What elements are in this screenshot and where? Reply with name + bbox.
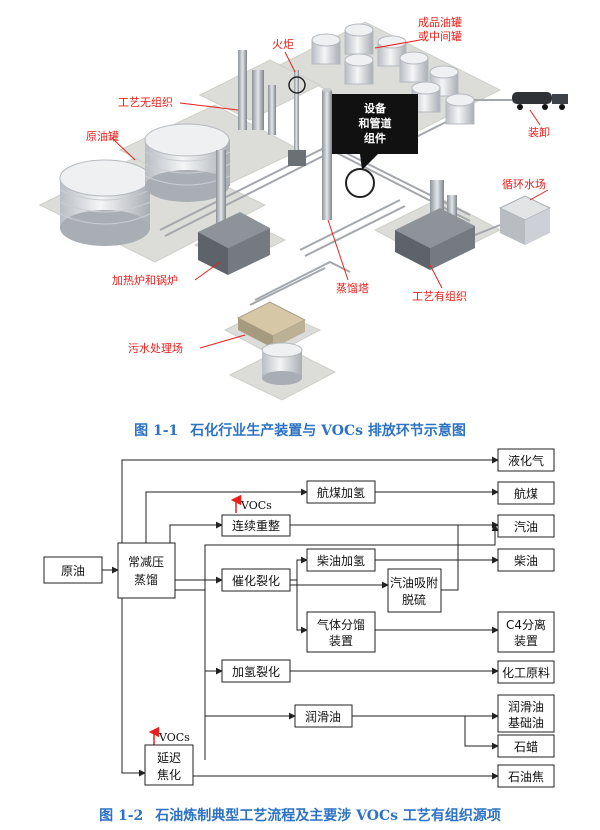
crude-oil-tanks xyxy=(59,123,231,246)
box-gas-fractionation: 气体分馏 装置 xyxy=(306,611,376,653)
callout-line-1: 设备 xyxy=(364,101,387,115)
box-fcc: 催化裂化 xyxy=(221,568,291,592)
product-lube-base: 润滑油 基础油 xyxy=(497,694,555,733)
product-c4-separation: C4分离 装置 xyxy=(497,611,555,653)
box-diesel-hydro: 柴油加氢 xyxy=(306,548,376,572)
flow-arrows xyxy=(102,456,499,780)
product-diesel: 柴油 xyxy=(497,548,555,572)
tanker-truck-icon xyxy=(474,92,568,110)
product-lube-base-label-1: 润滑油 xyxy=(508,700,544,714)
box-coking-label-1: 延迟 xyxy=(157,751,181,765)
label-fugitive: 工艺无组织 xyxy=(118,95,173,109)
refinery-illustration: 设备 和管道 组件 成品油罐 或中间罐 火炬 工艺无组织 原油罐 循环水场 装卸… xyxy=(38,15,568,401)
process-flow-diagram: VOCs VOCs 原油 常减压 蒸馏 连续重整 航煤加氢 柴油加氢 汽油吸附 … xyxy=(43,448,555,788)
figure-2-number: 图 1-2 xyxy=(99,808,144,824)
product-jet: 航煤 xyxy=(497,481,555,505)
callout-line-2: 和管道 xyxy=(359,116,392,130)
product-coke: 石油焦 xyxy=(497,764,555,788)
box-gasoline-desulf-label-1: 汽油吸附 xyxy=(390,575,438,590)
label-process-organized: 工艺有组织 xyxy=(412,289,467,303)
product-gasoline: 汽油 xyxy=(497,514,555,538)
product-chemical-feedstock: 化工原料 xyxy=(497,660,555,684)
vocs-label-coking: VOCs xyxy=(158,731,190,744)
component-highlight-icon xyxy=(345,168,375,198)
box-gasoline-desulf: 汽油吸附 脱硫 xyxy=(387,568,442,613)
label-distillation: 蒸馏塔 xyxy=(336,281,369,295)
product-tanks xyxy=(311,23,475,125)
label-cooling-water: 循环水场 xyxy=(502,177,546,191)
product-wax: 石蜡 xyxy=(497,734,555,758)
furnace-block xyxy=(198,212,270,275)
box-atm-vac-distillation: 常减压 蒸馏 xyxy=(117,542,176,599)
box-lube: 润滑油 xyxy=(294,704,353,728)
box-atm-vac-label-2: 蒸馏 xyxy=(134,573,158,587)
box-gas-frac-label-1: 气体分馏 xyxy=(317,617,365,632)
callout-line-3: 组件 xyxy=(364,131,386,145)
product-lpg: 液化气 xyxy=(497,448,555,472)
wastewater-plant xyxy=(236,301,307,385)
box-lube-label: 润滑油 xyxy=(305,710,341,724)
product-diesel-label: 柴油 xyxy=(514,554,538,568)
product-chem-label: 化工原料 xyxy=(502,666,550,680)
cooling-tower xyxy=(498,195,552,245)
figure-2-caption: 图 1-2 石油炼制典型工艺流程及主要涉 VOCs 工艺有组织源项 xyxy=(0,805,600,825)
box-reforming-label: 连续重整 xyxy=(232,518,280,533)
box-hydrocrack-label: 加氢裂化 xyxy=(232,664,280,679)
vocs-marker-reforming: VOCs xyxy=(230,494,272,513)
figure-1-number: 图 1-1 xyxy=(134,423,179,439)
vocs-label-reforming: VOCs xyxy=(240,499,272,512)
flare-highlight-icon xyxy=(288,76,306,94)
label-furnace: 加热炉和锅炉 xyxy=(112,274,178,287)
label-leaders xyxy=(111,39,549,349)
box-crude-label: 原油 xyxy=(61,564,85,578)
figure-1-title: 石化行业生产装置与 VOCs 排放环节示意图 xyxy=(190,423,466,439)
box-jet-hydro: 航煤加氢 xyxy=(306,480,376,504)
product-c4-label-1: C4分离 xyxy=(506,617,546,632)
product-lpg-label: 液化气 xyxy=(508,453,544,468)
box-gasoline-desulf-label-2: 脱硫 xyxy=(402,592,426,607)
vocs-marker-coking: VOCs xyxy=(148,726,190,745)
label-product-tanks-2: 或中间罐 xyxy=(418,30,462,43)
box-fcc-label: 催化裂化 xyxy=(232,574,280,588)
product-wax-label: 石蜡 xyxy=(514,740,538,754)
product-jet-label: 航煤 xyxy=(514,486,538,501)
label-crude-tank: 原油罐 xyxy=(86,129,119,143)
box-atm-vac-label-1: 常减压 xyxy=(128,555,164,569)
label-wastewater: 污水处理场 xyxy=(128,341,183,355)
box-gas-frac-label-2: 装置 xyxy=(329,634,353,648)
box-delayed-coking: 延迟 焦化 xyxy=(144,744,194,786)
process-unit-block xyxy=(395,208,475,270)
equipment-callout: 设备 和管道 组件 xyxy=(332,94,418,170)
label-product-tanks-1: 成品油罐 xyxy=(418,15,462,29)
box-jet-hydro-label: 航煤加氢 xyxy=(317,485,365,500)
figure-2-title: 石油炼制典型工艺流程及主要涉 VOCs 工艺有组织源项 xyxy=(155,808,501,824)
box-reforming: 连续重整 xyxy=(221,514,291,537)
box-coking-label-2: 焦化 xyxy=(157,768,181,782)
product-lube-base-label-2: 基础油 xyxy=(508,716,544,730)
label-flare: 火炬 xyxy=(272,38,294,51)
product-coke-label: 石油焦 xyxy=(508,770,544,784)
product-gasoline-label: 汽油 xyxy=(514,519,538,534)
label-loading: 装卸 xyxy=(528,125,550,139)
box-crude: 原油 xyxy=(43,556,103,584)
box-diesel-hydro-label: 柴油加氢 xyxy=(317,553,365,568)
box-hydrocracking: 加氢裂化 xyxy=(221,659,291,683)
figure-1-caption: 图 1-1 石化行业生产装置与 VOCs 排放环节示意图 xyxy=(0,420,600,440)
product-c4-label-2: 装置 xyxy=(514,634,538,648)
